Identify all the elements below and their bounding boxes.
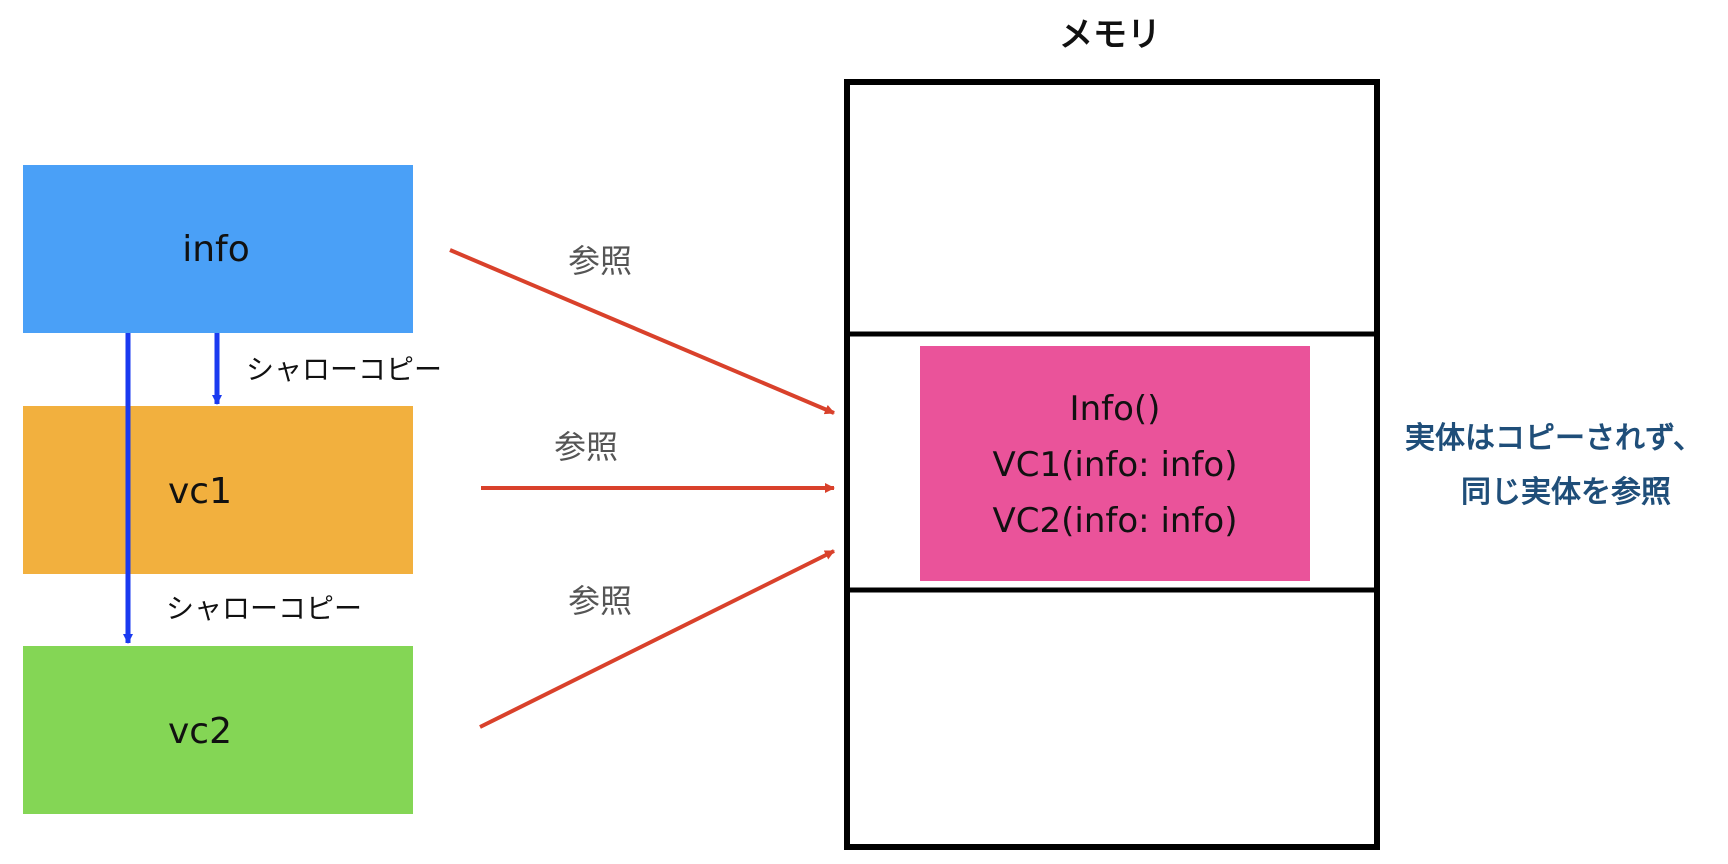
memory-object-box (920, 346, 1310, 581)
variable-info: info (23, 165, 413, 333)
variable-vc1: vc1 (23, 406, 413, 574)
variable-vc1-label: vc1 (168, 471, 232, 512)
variable-vc2-label: vc2 (168, 711, 232, 752)
explanation-note: 実体はコピーされず、 同じ実体を参照 (1405, 421, 1703, 510)
note-line-2: 同じ実体を参照 (1461, 475, 1671, 510)
reference-label-vc2: 参照 (568, 582, 632, 620)
variable-vc1-box (23, 406, 413, 574)
reference-arrow-info (449, 248, 835, 415)
memory-object-line-vc2: VC2(info: info) (993, 501, 1238, 541)
note-line-1: 実体はコピーされず、 (1405, 421, 1703, 456)
reference-arrow-vc2 (479, 549, 835, 729)
memory-object-line-vc1: VC1(info: info) (993, 445, 1238, 485)
reference-label-info: 参照 (568, 242, 632, 280)
memory-object-line-info: Info() (1070, 389, 1161, 429)
variable-vc2-box (23, 646, 413, 814)
variable-info-box (23, 165, 413, 333)
reference-label-vc1: 参照 (554, 428, 618, 466)
memory-title: メモリ (1059, 15, 1161, 55)
copy-label-vc2: シャローコピー (166, 592, 362, 625)
variable-vc2: vc2 (23, 646, 413, 814)
variable-info-label: info (182, 229, 250, 270)
memory-outline (844, 79, 1380, 850)
memory-object: Info() VC1(info: info) VC2(info: info) (920, 346, 1310, 581)
copy-label-vc1: シャローコピー (246, 353, 442, 386)
memory-block (844, 79, 1380, 850)
